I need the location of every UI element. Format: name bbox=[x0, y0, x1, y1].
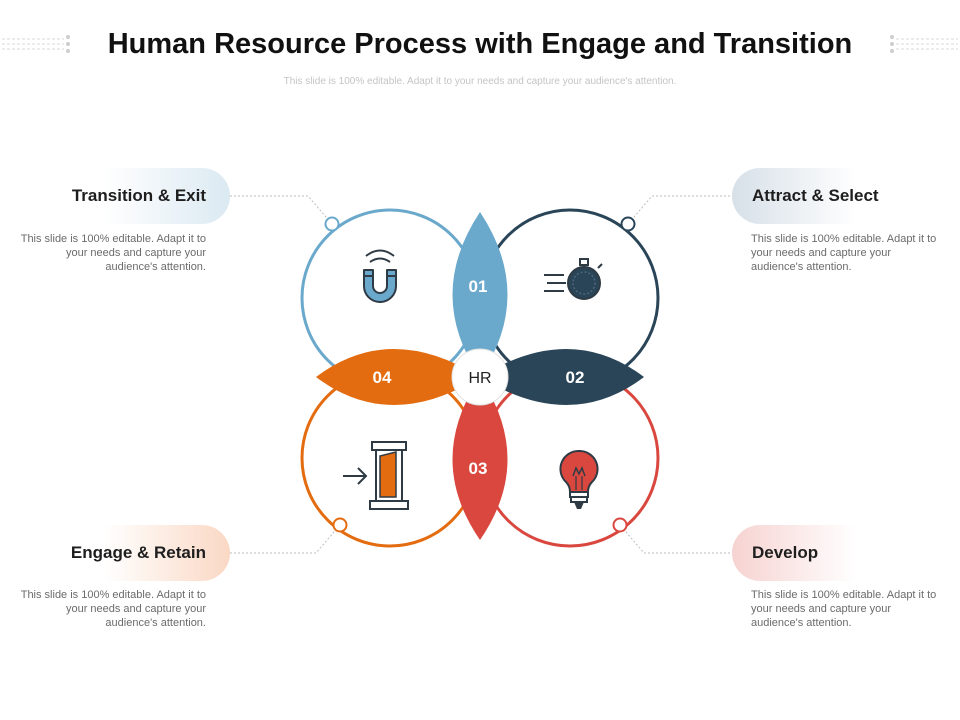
center-hr-label: HR bbox=[468, 370, 491, 387]
header-decoration-left bbox=[2, 35, 70, 53]
lightbulb-icon bbox=[559, 449, 599, 509]
door-icon bbox=[343, 441, 409, 510]
petal-04 bbox=[316, 349, 480, 405]
connector-dot-develop bbox=[612, 517, 628, 533]
connector-line-engage bbox=[230, 524, 341, 554]
connector-dot-attract bbox=[620, 216, 636, 232]
step-title-attract-select: Attract & Select bbox=[732, 168, 940, 224]
petal-01 bbox=[452, 212, 508, 377]
header-decoration-right bbox=[890, 35, 958, 53]
step-description-attract-select: This slide is 100% editable. Adapt it to… bbox=[751, 233, 937, 273]
step-number-02: 02 bbox=[566, 368, 585, 387]
connector-dot-engage bbox=[332, 517, 348, 533]
magnet-icon bbox=[363, 249, 397, 303]
step-number-04: 04 bbox=[373, 368, 392, 387]
step-description-transition-exit: This slide is 100% editable. Adapt it to… bbox=[20, 233, 206, 273]
petal-02 bbox=[480, 349, 644, 405]
step-title-transition-exit: Transition & Exit bbox=[20, 168, 230, 224]
page-subtitle: This slide is 100% editable. Adapt it to… bbox=[283, 76, 677, 87]
center-hr-circle bbox=[451, 348, 509, 406]
stopwatch-icon bbox=[544, 258, 603, 300]
connector-line-transition bbox=[230, 195, 333, 225]
step-title-develop: Develop bbox=[732, 525, 940, 581]
petal-03 bbox=[452, 377, 508, 540]
step-description-engage-retain: This slide is 100% editable. Adapt it to… bbox=[20, 589, 206, 629]
step-number-03: 03 bbox=[469, 459, 488, 478]
connector-line-develop bbox=[619, 524, 730, 554]
step-number-01: 01 bbox=[469, 277, 488, 296]
connector-line-attract bbox=[627, 195, 730, 225]
connector-dot-transition bbox=[324, 216, 340, 232]
page-title: Human Resource Process with Engage and T… bbox=[107, 28, 853, 60]
step-description-develop: This slide is 100% editable. Adapt it to… bbox=[751, 589, 937, 629]
step-title-engage-retain: Engage & Retain bbox=[20, 525, 230, 581]
